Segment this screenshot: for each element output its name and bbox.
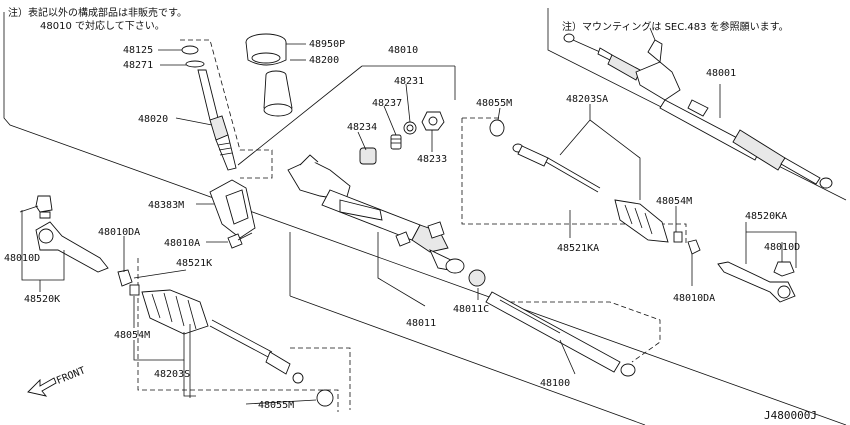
label-48011: 48011: [406, 318, 436, 329]
label-48001: 48001: [706, 68, 736, 79]
label-48011C: 48011C: [453, 304, 489, 315]
label-48231: 48231: [394, 76, 424, 87]
label-48054M-right: 48054M: [656, 196, 692, 207]
diagram-ref: J480000J: [764, 409, 817, 422]
label-48520K: 48520K: [24, 294, 60, 305]
label-48010: 48010: [388, 45, 418, 56]
bracket-48383M: [209, 179, 256, 239]
note-right: 注）マウンティングは SEC.483 を参照願います。: [562, 20, 789, 33]
note-left-line2: 48010 で対応して下さい。: [40, 19, 165, 32]
label-48200: 48200: [309, 55, 339, 66]
leader-48010-frame-left: [237, 65, 363, 166]
dash-box-48100: [494, 301, 661, 363]
label-48010D-left: 48010D: [4, 253, 40, 264]
plunger-48234: [359, 147, 377, 165]
nut-48010D-right: [773, 261, 795, 277]
bushing-48011C: [468, 269, 486, 287]
label-48203S: 48203S: [154, 369, 190, 380]
label-48521KA: 48521KA: [557, 243, 599, 254]
label-48234: 48234: [347, 122, 377, 133]
label-48010DA-left: 48010DA: [98, 227, 140, 238]
label-48125: 48125: [123, 45, 153, 56]
tie-rod-end-48520KA: [717, 261, 796, 303]
dash-box-48203S-right: [290, 347, 351, 410]
label-48020: 48020: [138, 114, 168, 125]
dash-box-48203SA: [461, 118, 687, 245]
clamp-48055M-top: [489, 119, 505, 137]
label-48203SA: 48203SA: [566, 94, 608, 105]
nut-48233: [421, 111, 445, 131]
clamp-48054M-right: [673, 231, 683, 243]
nut-48010DA-left: [117, 269, 133, 287]
label-48233: 48233: [417, 154, 447, 165]
tie-rod-end-48520K: [35, 221, 109, 273]
dash-box-48020: [180, 39, 273, 179]
label-48055M-bottom: 48055M: [258, 400, 294, 411]
boot-48203S: [141, 289, 209, 335]
retainer-48231: [403, 121, 417, 135]
label-48055M-top: 48055M: [476, 98, 512, 109]
rack-48100: [485, 291, 636, 377]
label-48237: 48237: [372, 98, 402, 109]
dash-box-48203S: [137, 258, 339, 412]
dust-cover-48950P: [245, 33, 287, 66]
inner-socket-48521K: [209, 319, 304, 384]
label-48010A: 48010A: [164, 238, 200, 249]
label-48100: 48100: [540, 378, 570, 389]
pinion-shaft-48020: [181, 45, 237, 171]
label-48521K: 48521K: [176, 258, 212, 269]
clamp-48054M-left: [129, 284, 140, 296]
frame-bottom-diagonal: [289, 295, 646, 425]
label-48010D-right: 48010D: [764, 242, 800, 253]
steering-gear-assembly-48001: [563, 27, 833, 189]
label-48054M-left: 48054M: [114, 330, 150, 341]
gear-housing-48010: [287, 154, 465, 274]
front-arrow-icon: [27, 377, 57, 397]
boot-48200: [263, 70, 293, 117]
spring-48237: [390, 134, 402, 150]
label-48271: 48271: [123, 60, 153, 71]
clamp-48055M-bottom: [316, 389, 334, 407]
leader-lines: [19, 43, 797, 405]
bolt-48010A: [227, 232, 253, 249]
inner-socket-48521KA: [512, 143, 601, 193]
frame-left-outline: [3, 12, 847, 425]
label-48520KA: 48520KA: [745, 211, 787, 222]
label-48950P: 48950P: [309, 39, 345, 50]
nut-48010DA-right: [687, 239, 701, 255]
nut-48010D-left: [35, 195, 53, 219]
boot-48203SA: [614, 199, 669, 243]
front-label: FRONT: [55, 365, 87, 386]
note-left-line1: 注）表記以外の構成部品は非販売です。: [8, 6, 187, 19]
label-48010DA-right: 48010DA: [673, 293, 715, 304]
label-48383M: 48383M: [148, 200, 184, 211]
